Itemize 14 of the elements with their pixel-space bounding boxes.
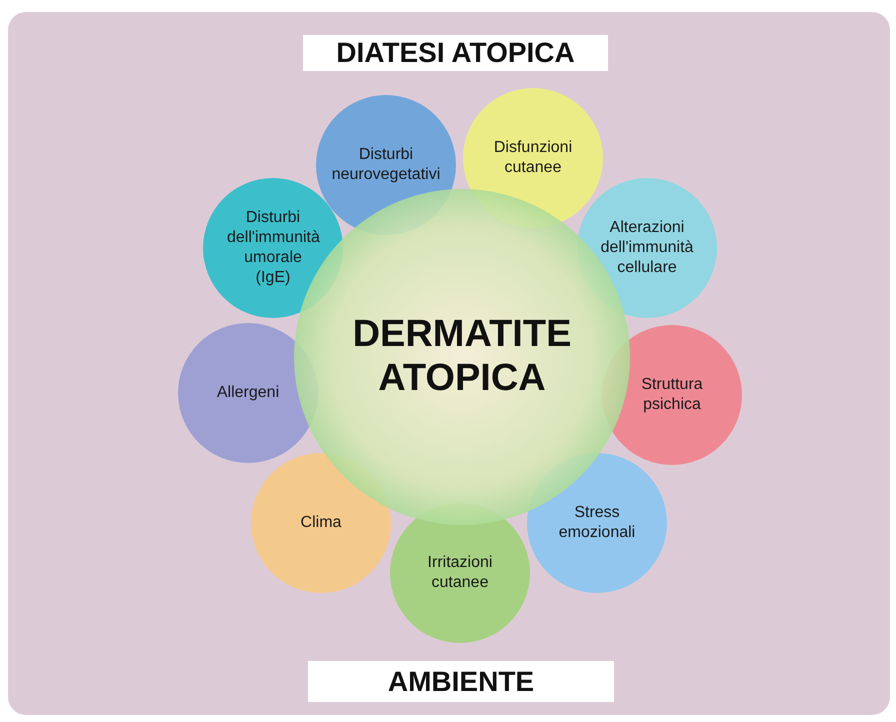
circle-label: Clima: [300, 513, 342, 533]
heading-text: AMBIENTE: [388, 666, 534, 698]
circle-label: Allergeni: [216, 383, 280, 403]
circle-label: Struttura psichica: [640, 375, 704, 415]
circle-label: Stress emozionali: [558, 503, 636, 543]
heading-text: DIATESI ATOPICA: [336, 37, 575, 69]
circle-label: Disturbi dell'immunità umorale (IgE): [227, 208, 319, 288]
label-box: [308, 661, 614, 702]
circle-label: Irritazioni cutanee: [426, 553, 494, 593]
circle-label: Disfunzioni cutanee: [492, 138, 574, 178]
circle-label: Alterazioni dell'immunità cellulare: [600, 218, 694, 278]
label-box: [303, 35, 608, 71]
circle-label: Disturbi neurovegetativi: [331, 145, 441, 185]
center-title: DERMATITE ATOPICA: [352, 313, 572, 401]
